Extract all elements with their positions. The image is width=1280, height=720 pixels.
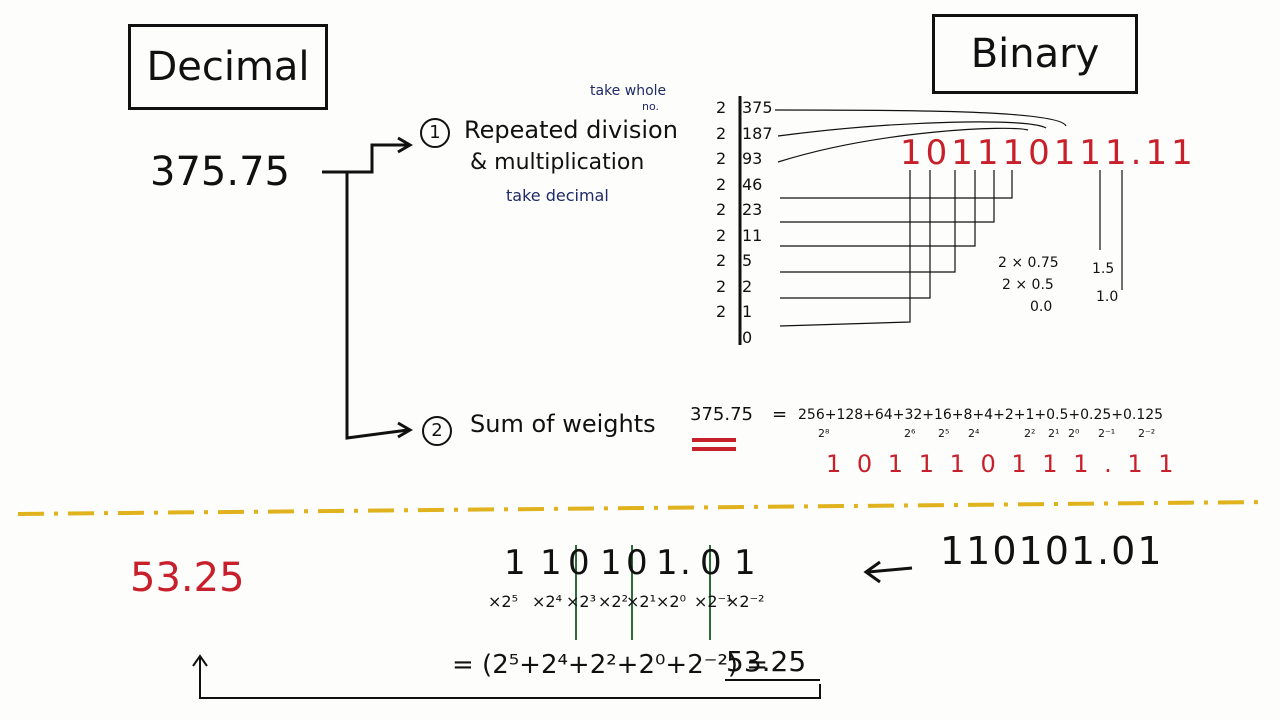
example-2-bit: 1 bbox=[656, 543, 678, 583]
division-row: 0 bbox=[716, 328, 782, 347]
power-label: 2² bbox=[1024, 427, 1036, 440]
division-row: 2 375 bbox=[716, 98, 782, 117]
example-2-bit: 1 bbox=[540, 543, 562, 583]
decimal-heading-box: Decimal bbox=[128, 24, 328, 110]
fraction-row-1-result: 1.5 bbox=[1092, 261, 1115, 277]
quotient: 0 bbox=[742, 327, 753, 347]
divisor: 2 bbox=[716, 251, 727, 270]
power-label: 2⁶ bbox=[904, 427, 916, 440]
decimal-value: 375.75 bbox=[150, 149, 290, 195]
sum-bits: 1 0 1 1 1 0 1 1 1 . 1 1 bbox=[826, 450, 1178, 478]
example-2-weight: ×2⁰ bbox=[656, 592, 686, 611]
note-take-whole: take whole bbox=[590, 83, 667, 99]
fraction-row-1-expr: 2 × 0.75 bbox=[998, 255, 1059, 271]
example-2-bit: 0 bbox=[568, 543, 590, 583]
example-2-bit: 1 bbox=[734, 543, 756, 583]
method-2-number: 2 bbox=[422, 416, 452, 446]
sum-lhs: 375.75 bbox=[690, 404, 753, 425]
quotient: 23 bbox=[742, 200, 763, 219]
example-2-weight: ×2⁴ bbox=[532, 592, 562, 611]
divisor: 2 bbox=[716, 174, 727, 194]
binary-heading: Binary bbox=[970, 31, 1100, 77]
binary-heading-box: Binary bbox=[932, 14, 1138, 94]
method-1-number: 1 bbox=[420, 118, 450, 148]
divisor: 2 bbox=[716, 225, 727, 245]
example-2-bit: 0 bbox=[700, 543, 722, 583]
method-1-label: Repeated division bbox=[464, 116, 678, 144]
example-2-weight: ×2² bbox=[598, 592, 628, 611]
power-label: 2⁴ bbox=[968, 427, 980, 440]
fraction-row-3-expr: 0.0 bbox=[1030, 299, 1053, 315]
sum-equals: = bbox=[772, 404, 788, 425]
example-2-weight: ×2⁵ bbox=[488, 592, 518, 611]
example-2-result: 53.25 bbox=[130, 555, 245, 601]
sum-expression: 256+128+64+32+16+8+4+2+1+0.5+0.25+0.125 bbox=[798, 407, 1164, 423]
binary-result: 101110111.11 bbox=[900, 133, 1197, 173]
power-label: 2⁻¹ bbox=[1098, 427, 1116, 440]
example-2-weight: ×2¹ bbox=[626, 592, 656, 611]
quotient: 5 bbox=[742, 251, 753, 270]
division-row: 2 46 bbox=[716, 175, 782, 194]
example-2-equation: = (2⁵+2⁴+2²+2⁰+2⁻²) = bbox=[452, 650, 769, 680]
example-2-bit: . bbox=[680, 543, 691, 583]
example-2-weight: ×2³ bbox=[566, 592, 596, 611]
method-1-label-2: & multiplication bbox=[470, 150, 645, 175]
note-take-decimal: take decimal bbox=[506, 186, 609, 205]
division-row: 2 23 bbox=[716, 200, 782, 219]
division-row: 2 93 bbox=[716, 149, 782, 168]
quotient: 2 bbox=[742, 276, 753, 296]
quotient: 375 bbox=[742, 98, 773, 117]
example-2-bit: 1 bbox=[600, 543, 622, 583]
example-2-answer: 53.25 bbox=[726, 645, 807, 678]
example-2-weight: ×2⁻¹ bbox=[694, 592, 733, 611]
divisor: 2 bbox=[716, 276, 727, 296]
division-row: 2 11 bbox=[716, 226, 782, 245]
fraction-row-2-expr: 2 × 0.5 bbox=[1002, 277, 1054, 293]
example-2-bit: 1 bbox=[504, 543, 526, 583]
power-label: 2⁵ bbox=[938, 427, 950, 440]
note-no: no. bbox=[642, 100, 660, 113]
quotient: 46 bbox=[742, 174, 763, 194]
example-2-weight: ×2⁻² bbox=[726, 592, 765, 611]
divisor: 2 bbox=[716, 302, 727, 321]
divisor: 2 bbox=[716, 200, 727, 219]
quotient: 93 bbox=[742, 149, 763, 168]
power-label: 2⁻² bbox=[1138, 427, 1156, 440]
divisor: 2 bbox=[716, 149, 727, 168]
quotient: 1 bbox=[742, 302, 753, 321]
decimal-heading: Decimal bbox=[146, 44, 310, 90]
divisor: 2 bbox=[716, 123, 727, 143]
quotient: 187 bbox=[742, 123, 773, 143]
example-2-binary: 110101.01 bbox=[940, 529, 1164, 573]
quotient: 11 bbox=[742, 225, 763, 245]
method-2-label: Sum of weights bbox=[470, 410, 656, 438]
divisor: 2 bbox=[716, 98, 727, 117]
division-row: 2 187 bbox=[716, 124, 782, 143]
example-2-bit: 0 bbox=[626, 543, 648, 583]
fraction-row-2-result: 1.0 bbox=[1096, 289, 1119, 305]
power-label: 2⁸ bbox=[818, 427, 830, 440]
power-label: 2¹ bbox=[1048, 427, 1060, 440]
power-label: 2⁰ bbox=[1068, 427, 1080, 440]
